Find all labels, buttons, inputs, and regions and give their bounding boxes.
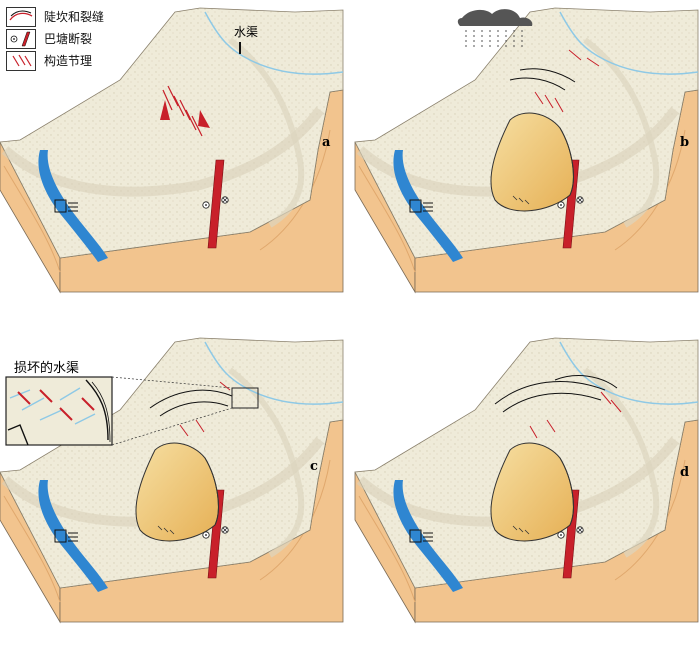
panel-c-block <box>0 338 343 622</box>
legend-label-scarp: 陡坎和裂缝 <box>44 10 105 24</box>
panel-d-block <box>355 338 698 622</box>
legend-item-fault: 巴塘断裂 <box>6 28 156 50</box>
fault-icon <box>6 29 36 49</box>
channel-label-a: 水渠 <box>234 25 258 39</box>
panel-b-block <box>355 8 698 292</box>
scarp-crack-icon <box>6 7 36 27</box>
legend-item-scarp: 陡坎和裂缝 <box>6 6 156 28</box>
legend-item-joint: 构造节理 <box>6 50 156 72</box>
legend: 陡坎和裂缝 巴塘断裂 构造节理 <box>6 6 156 72</box>
panel-a-label: a <box>322 135 331 150</box>
damaged-channel-inset <box>5 376 233 446</box>
inset-title: 损坏的水渠 <box>14 360 79 376</box>
joint-icon <box>6 51 36 71</box>
panel-c-label: c <box>310 459 318 474</box>
rain-cloud-icon <box>457 9 533 48</box>
legend-label-joint: 构造节理 <box>44 54 93 68</box>
panel-a-block <box>0 8 343 292</box>
panel-b-label: b <box>680 135 689 150</box>
legend-label-fault: 巴塘断裂 <box>44 32 93 46</box>
panel-d-label: d <box>680 465 689 480</box>
